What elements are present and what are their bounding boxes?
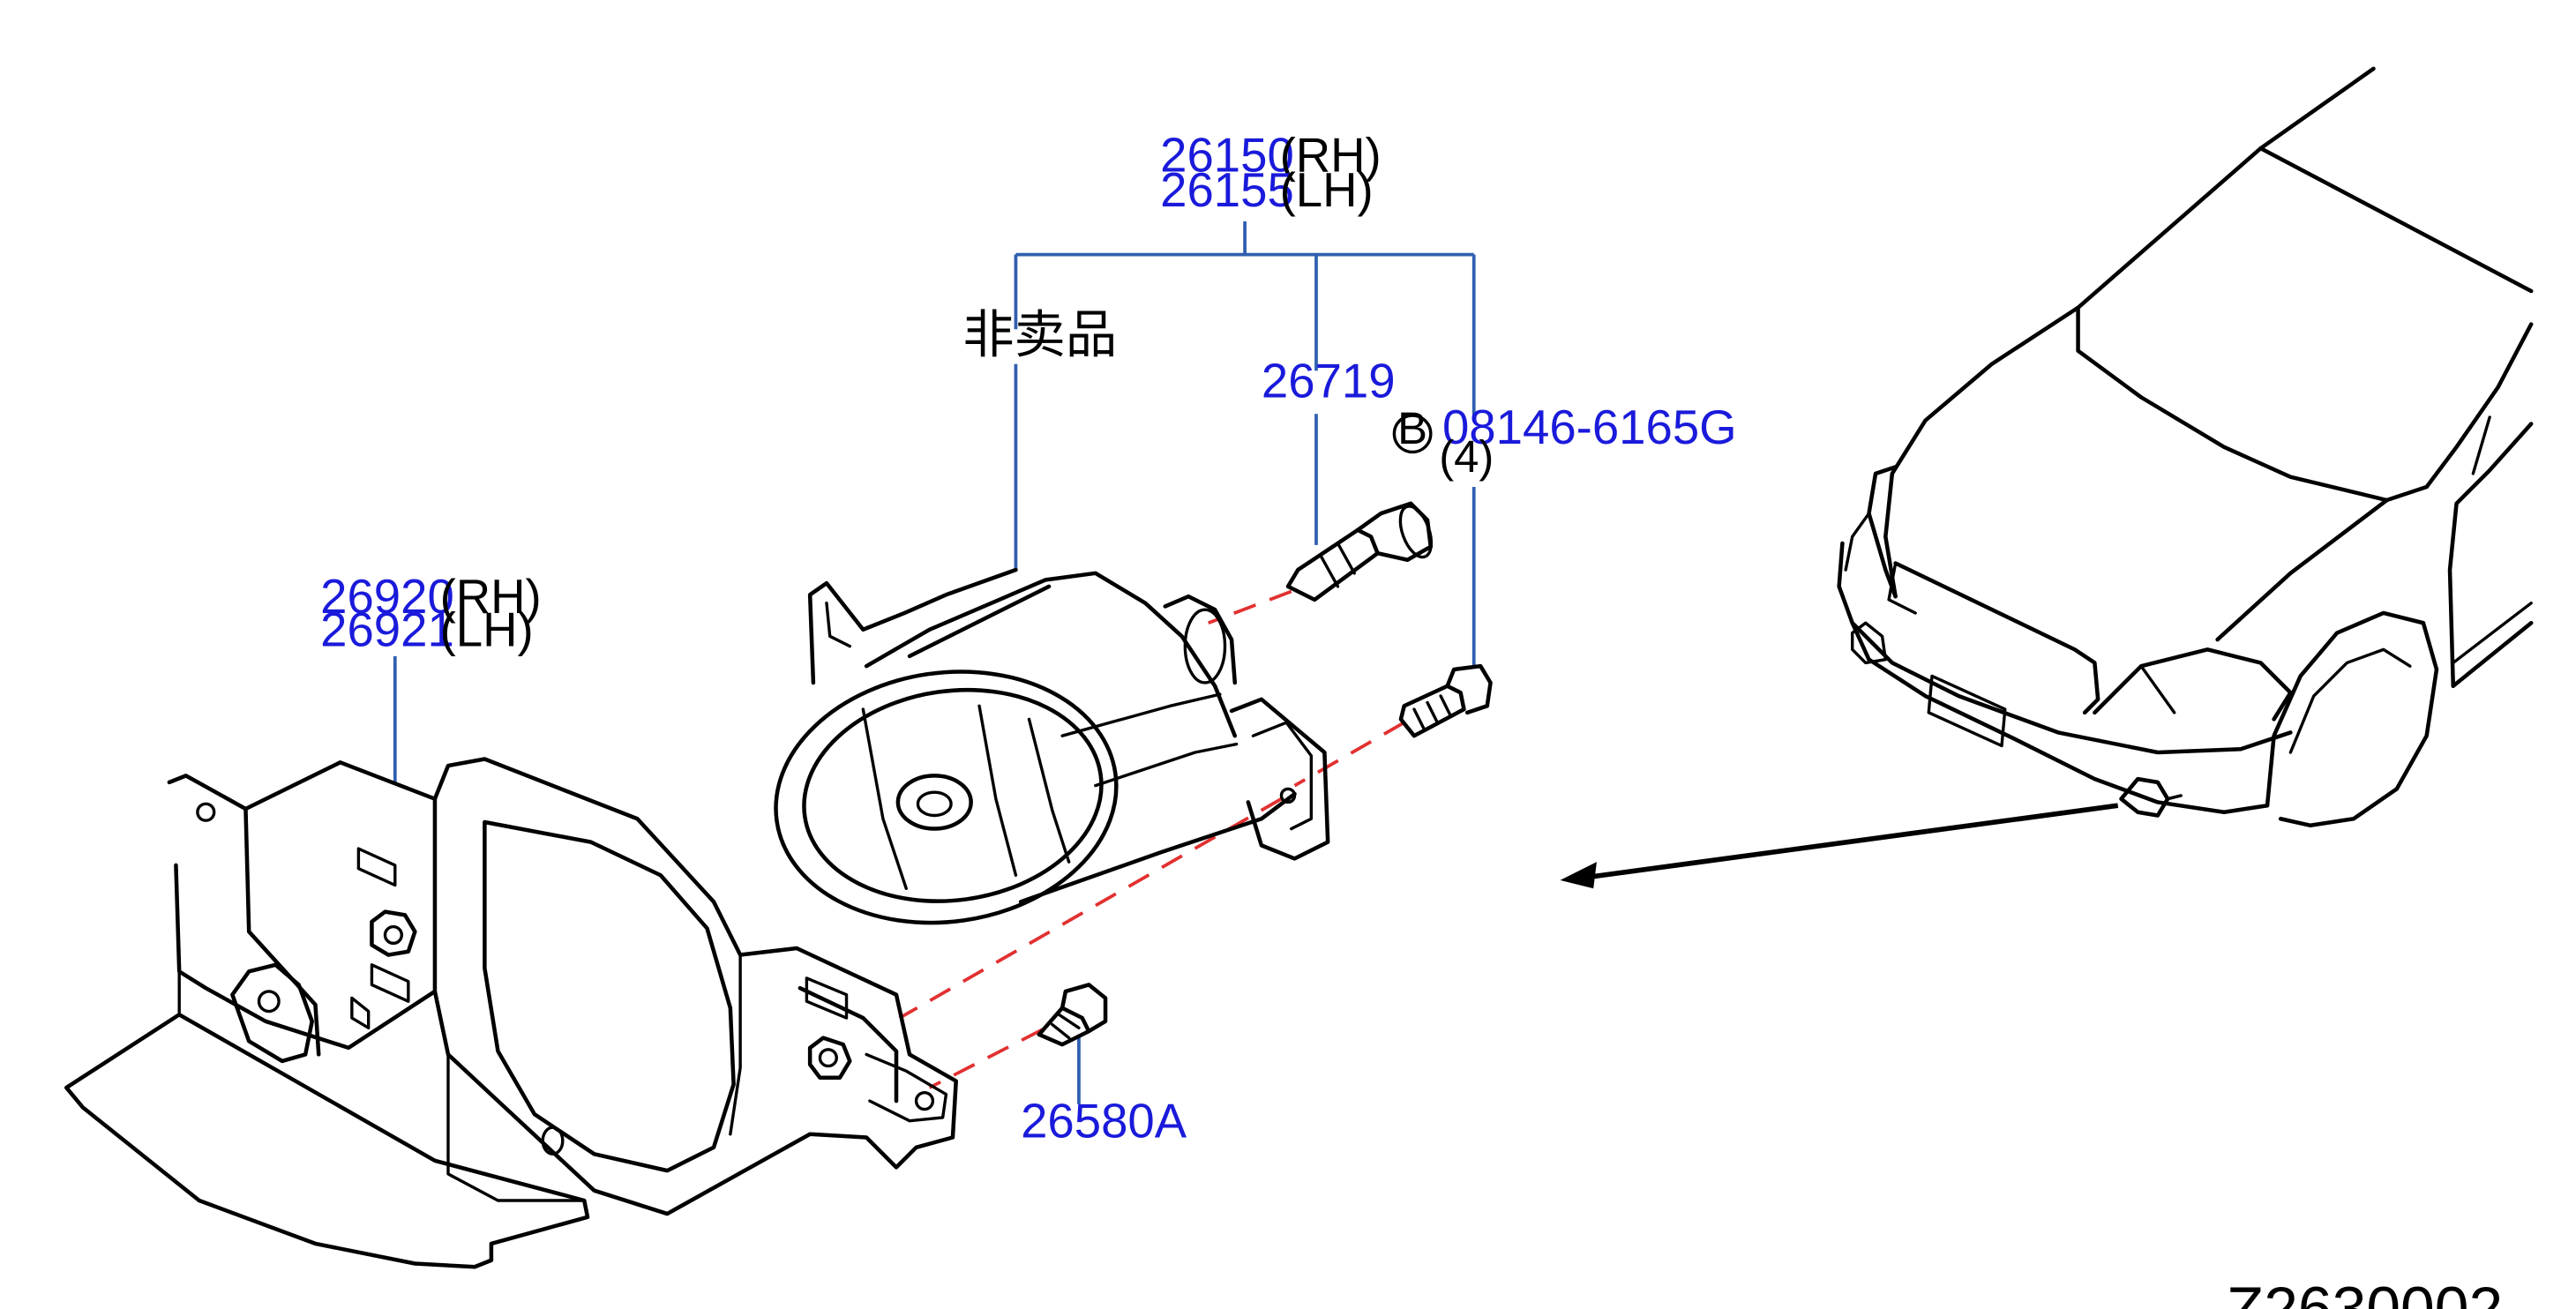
fog-lamp-part-rh: 26150 (1160, 128, 1294, 182)
fog-lamp-drawing (774, 567, 1330, 925)
screw-part-number: 26580A (1021, 1094, 1187, 1148)
car-front-drawing (1837, 66, 2534, 828)
alignment-dashed-lines (898, 589, 1405, 1089)
dash-bulb (1208, 589, 1292, 625)
bracket-part-rh: 26920 (320, 570, 454, 624)
fog-lamp-side-lh: (LH) (1280, 163, 1374, 217)
fog-lamp-part-lh: 26155 (1160, 163, 1294, 217)
not-for-sale-label: 非卖品 (962, 305, 1117, 365)
dash-screw (928, 1028, 1044, 1089)
diagram-reference: Z2630002 (2227, 1275, 2504, 1309)
bulb-drawing (1285, 501, 1434, 602)
part-labels: 26150 (RH) 26155 (LH) 非卖品 26719 B 08146-… (320, 128, 2503, 1309)
dash-lamp-bracket (898, 797, 1283, 1020)
bulb-part-number: 26719 (1262, 354, 1396, 408)
bracket-part-lh: 26921 (320, 603, 454, 657)
location-arrow (1560, 803, 2119, 889)
leader-lines (393, 221, 1476, 1104)
bracket-side-rh: (RH) (440, 570, 542, 624)
bracket-side-lh: (LH) (440, 603, 534, 657)
bolt-quantity: (4) (1439, 431, 1494, 482)
leader-fog-lamp-tree (1014, 221, 1476, 667)
bolt-b-symbol: B (1397, 403, 1427, 453)
bracket-drawing (64, 757, 958, 1269)
dash-bolt (1293, 721, 1405, 788)
bolt-b-circle-icon (1392, 414, 1433, 454)
bolt-drawing (1398, 663, 1493, 738)
screw-drawing (1037, 983, 1108, 1047)
fog-lamp-side-rh: (RH) (1280, 128, 1382, 182)
bolt-part-number: 08146-6165G (1442, 400, 1737, 454)
